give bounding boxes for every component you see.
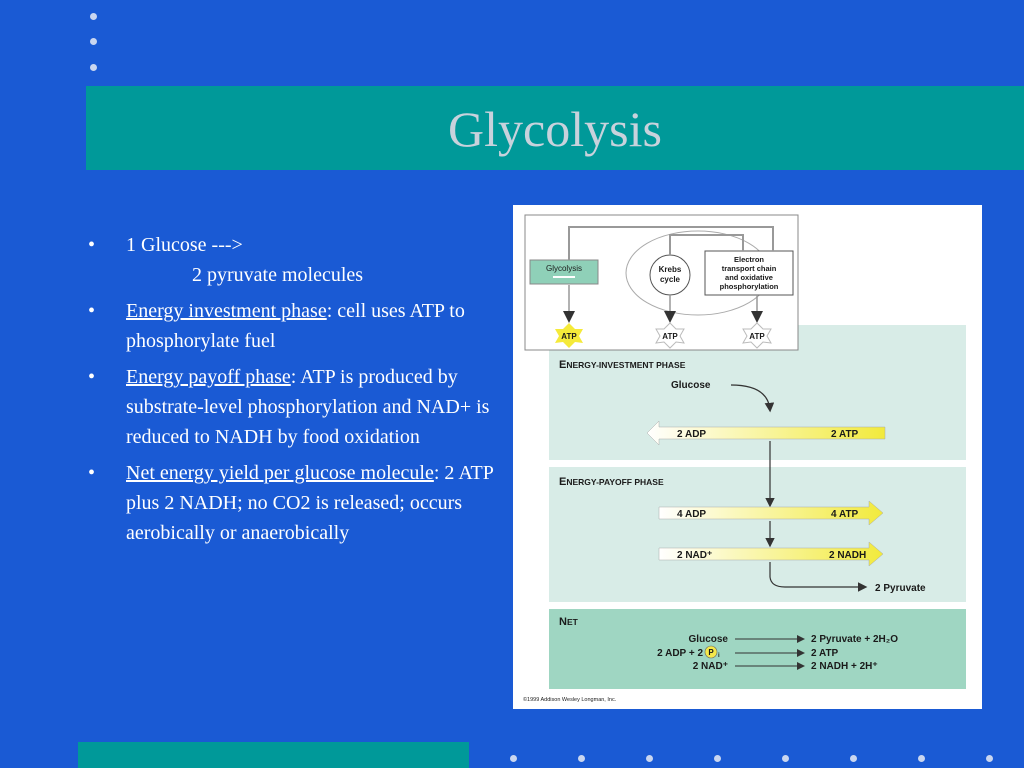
bullet-term: Net energy yield per glucose molecule bbox=[126, 462, 434, 484]
bottom-band bbox=[78, 742, 469, 768]
payoff-row2-right: 2 NADH bbox=[829, 550, 866, 561]
net-r1-right: 2 Pyruvate + 2H₂O bbox=[811, 634, 898, 645]
bullet-term: Energy payoff phase bbox=[126, 366, 291, 388]
bullet-text: 1 Glucose ---> bbox=[126, 234, 243, 256]
investment-left: 2 ADP bbox=[677, 429, 706, 440]
decor-dot bbox=[90, 64, 97, 71]
bullet-text-indent: 2 pyruvate molecules bbox=[192, 264, 364, 286]
bullet-marker: • bbox=[88, 366, 96, 388]
decor-dot bbox=[918, 755, 925, 762]
decor-dot bbox=[850, 755, 857, 762]
bullet-text: : ATP is produced by substrate-level pho… bbox=[126, 366, 490, 448]
payoff-row1-right: 4 ATP bbox=[831, 509, 859, 520]
bullet-list: • 1 Glucose ---> 2 pyruvate molecules • … bbox=[88, 230, 498, 554]
net-panel bbox=[549, 609, 966, 689]
overview-atp-2: ATP bbox=[662, 332, 678, 341]
bullet-item: • Energy payoff phase: ATP is produced b… bbox=[88, 362, 498, 452]
etc-label-1: Electron bbox=[734, 255, 764, 264]
atp-burst-icon bbox=[655, 322, 685, 349]
overview-glycolysis-label: Glycolysis bbox=[546, 264, 582, 273]
etc-label-3: and oxidative bbox=[725, 273, 773, 282]
bullet-text: : 2 ATP plus 2 NADH; no CO2 is released;… bbox=[126, 462, 494, 544]
glycolysis-figure: Glycolysis Krebs cycle Electron transpor… bbox=[513, 205, 982, 709]
bullet-item: • 1 Glucose ---> 2 pyruvate molecules bbox=[88, 230, 498, 290]
payoff-heading: ENERGY-PAYOFF PHASE bbox=[559, 476, 664, 488]
overview-glycolysis-box bbox=[529, 259, 599, 285]
bullet-marker: • bbox=[88, 462, 96, 484]
figure-svg: Glycolysis Krebs cycle Electron transpor… bbox=[523, 214, 966, 703]
title-band: Glycolysis bbox=[86, 86, 1024, 170]
decor-dot bbox=[90, 38, 97, 45]
payoff-row2-left: 2 NAD⁺ bbox=[677, 550, 712, 561]
overview-atp-3: ATP bbox=[749, 332, 765, 341]
decor-dot bbox=[986, 755, 993, 762]
bullet-marker: • bbox=[88, 234, 96, 256]
slide-title: Glycolysis bbox=[448, 101, 662, 157]
overview-atp-1: ATP bbox=[561, 332, 577, 341]
net-r2-sub: i bbox=[718, 653, 720, 659]
net-r2-circle: P bbox=[708, 648, 714, 657]
etc-label-4: phosphorylation bbox=[720, 282, 779, 291]
bullet-term: Energy investment phase bbox=[126, 300, 327, 322]
atp-burst-icon bbox=[742, 322, 772, 349]
krebs-label-1: Krebs bbox=[659, 265, 682, 274]
bullet-item: • Energy investment phase: cell uses ATP… bbox=[88, 296, 498, 356]
net-r3-right: 2 NADH + 2H⁺ bbox=[811, 661, 878, 672]
payoff-row1-left: 4 ADP bbox=[677, 509, 706, 520]
phosphate-icon bbox=[704, 645, 718, 659]
etc-box bbox=[704, 250, 794, 296]
bullet-text: : cell uses ATP to phosphorylate fuel bbox=[126, 300, 465, 352]
decor-dot bbox=[510, 755, 517, 762]
payoff-arrow-1 bbox=[658, 500, 884, 526]
krebs-label-2: cycle bbox=[660, 275, 681, 284]
payoff-arrow-2 bbox=[658, 541, 884, 567]
investment-heading: ENERGY-INVESTMENT PHASE bbox=[559, 359, 686, 371]
bullet-item: • Net energy yield per glucose molecule:… bbox=[88, 458, 498, 548]
payoff-panel bbox=[549, 467, 966, 602]
net-r2-right: 2 ATP bbox=[811, 648, 839, 659]
net-r1-left: Glucose bbox=[689, 634, 729, 645]
investment-arrow bbox=[646, 420, 886, 446]
net-heading: NET bbox=[559, 616, 579, 628]
atp-burst-icon bbox=[555, 323, 583, 348]
bullet-marker: • bbox=[88, 300, 96, 322]
etc-label-2: transport chain bbox=[722, 264, 777, 273]
decor-dot bbox=[90, 13, 97, 20]
investment-glucose: Glucose bbox=[671, 380, 711, 391]
decor-dot bbox=[646, 755, 653, 762]
net-r2-left: 2 ADP + 2 bbox=[657, 648, 703, 659]
decor-dot bbox=[782, 755, 789, 762]
net-r3-left: 2 NAD⁺ bbox=[693, 661, 728, 672]
figure-copyright: ©1999 Addison Wesley Longman, Inc. bbox=[523, 696, 617, 703]
decor-dot bbox=[578, 755, 585, 762]
decor-dot bbox=[714, 755, 721, 762]
investment-right: 2 ATP bbox=[831, 429, 859, 440]
payoff-pyruvate: 2 Pyruvate bbox=[875, 583, 926, 594]
